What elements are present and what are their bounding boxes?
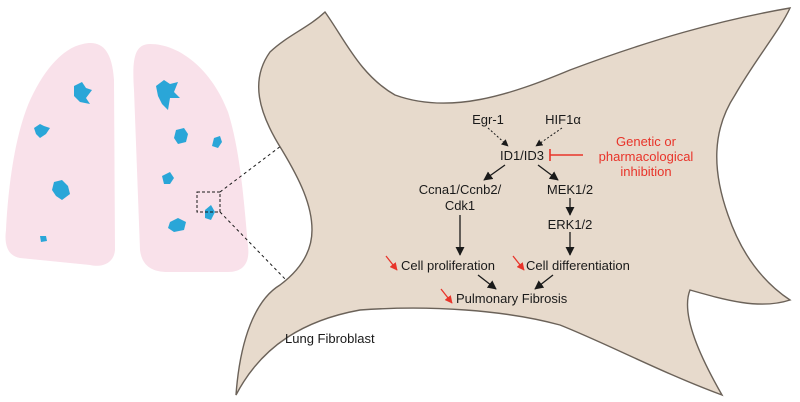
right-lung <box>133 44 249 272</box>
inhibition-label: Genetic or pharmacological inhibition <box>599 134 694 179</box>
pathway-labels: Egr-1 HIF1α ID1/ID3 Ccna1/Ccnb2/ Cdk1 ME… <box>401 112 630 306</box>
zoom-box <box>196 191 221 213</box>
left-lung <box>5 43 115 266</box>
label-pulmonary-fibrosis: Pulmonary Fibrosis <box>456 291 568 306</box>
lesion-spot <box>52 180 70 200</box>
decrease-arrow-icon <box>385 255 398 271</box>
arrow-hif-to-id <box>535 127 563 147</box>
label-ccna-line2: Cdk1 <box>445 198 475 213</box>
label-lung-fibroblast: Lung Fibroblast <box>285 331 375 346</box>
label-mek12: MEK1/2 <box>547 182 593 197</box>
label-id1-id3: ID1/ID3 <box>500 148 544 163</box>
label-hif1a: HIF1α <box>545 112 581 127</box>
lesion-spot <box>212 136 222 148</box>
lesions <box>34 80 222 242</box>
inhibition-text-line2: pharmacological <box>599 149 694 164</box>
inhibition-text-line1: Genetic or <box>616 134 677 149</box>
fibroblast-cell <box>235 7 792 397</box>
label-ccna-line1: Ccna1/Ccnb2/ <box>419 182 502 197</box>
lesion-spot <box>174 128 188 144</box>
lesion-spot <box>168 218 186 232</box>
lesion-spot <box>34 124 50 138</box>
label-erk12: ERK1/2 <box>548 217 593 232</box>
inhibition-symbol <box>549 149 583 161</box>
pathway-arrows <box>455 127 575 290</box>
lesion-spot <box>40 236 47 242</box>
lesion-spot <box>156 80 180 110</box>
label-egr1: Egr-1 <box>472 112 504 127</box>
decrease-arrows <box>385 255 525 304</box>
label-cell-proliferation: Cell proliferation <box>401 258 495 273</box>
lesion-spot <box>74 82 92 104</box>
label-cell-differentiation: Cell differentiation <box>526 258 630 273</box>
lesion-spot <box>162 172 174 184</box>
decrease-arrow-icon <box>512 255 525 271</box>
arrow-differentiation-to-fibrosis <box>534 274 554 290</box>
zoom-line-bottom <box>219 211 289 283</box>
arrow-egr1-to-id <box>487 127 509 147</box>
inhibition-text-line3: inhibition <box>620 164 671 179</box>
arrow-proliferation-to-fibrosis <box>477 274 497 290</box>
arrow-id-to-ccna <box>483 164 506 181</box>
decrease-arrow-icon <box>440 288 453 304</box>
arrow-id-to-mek <box>537 164 559 181</box>
